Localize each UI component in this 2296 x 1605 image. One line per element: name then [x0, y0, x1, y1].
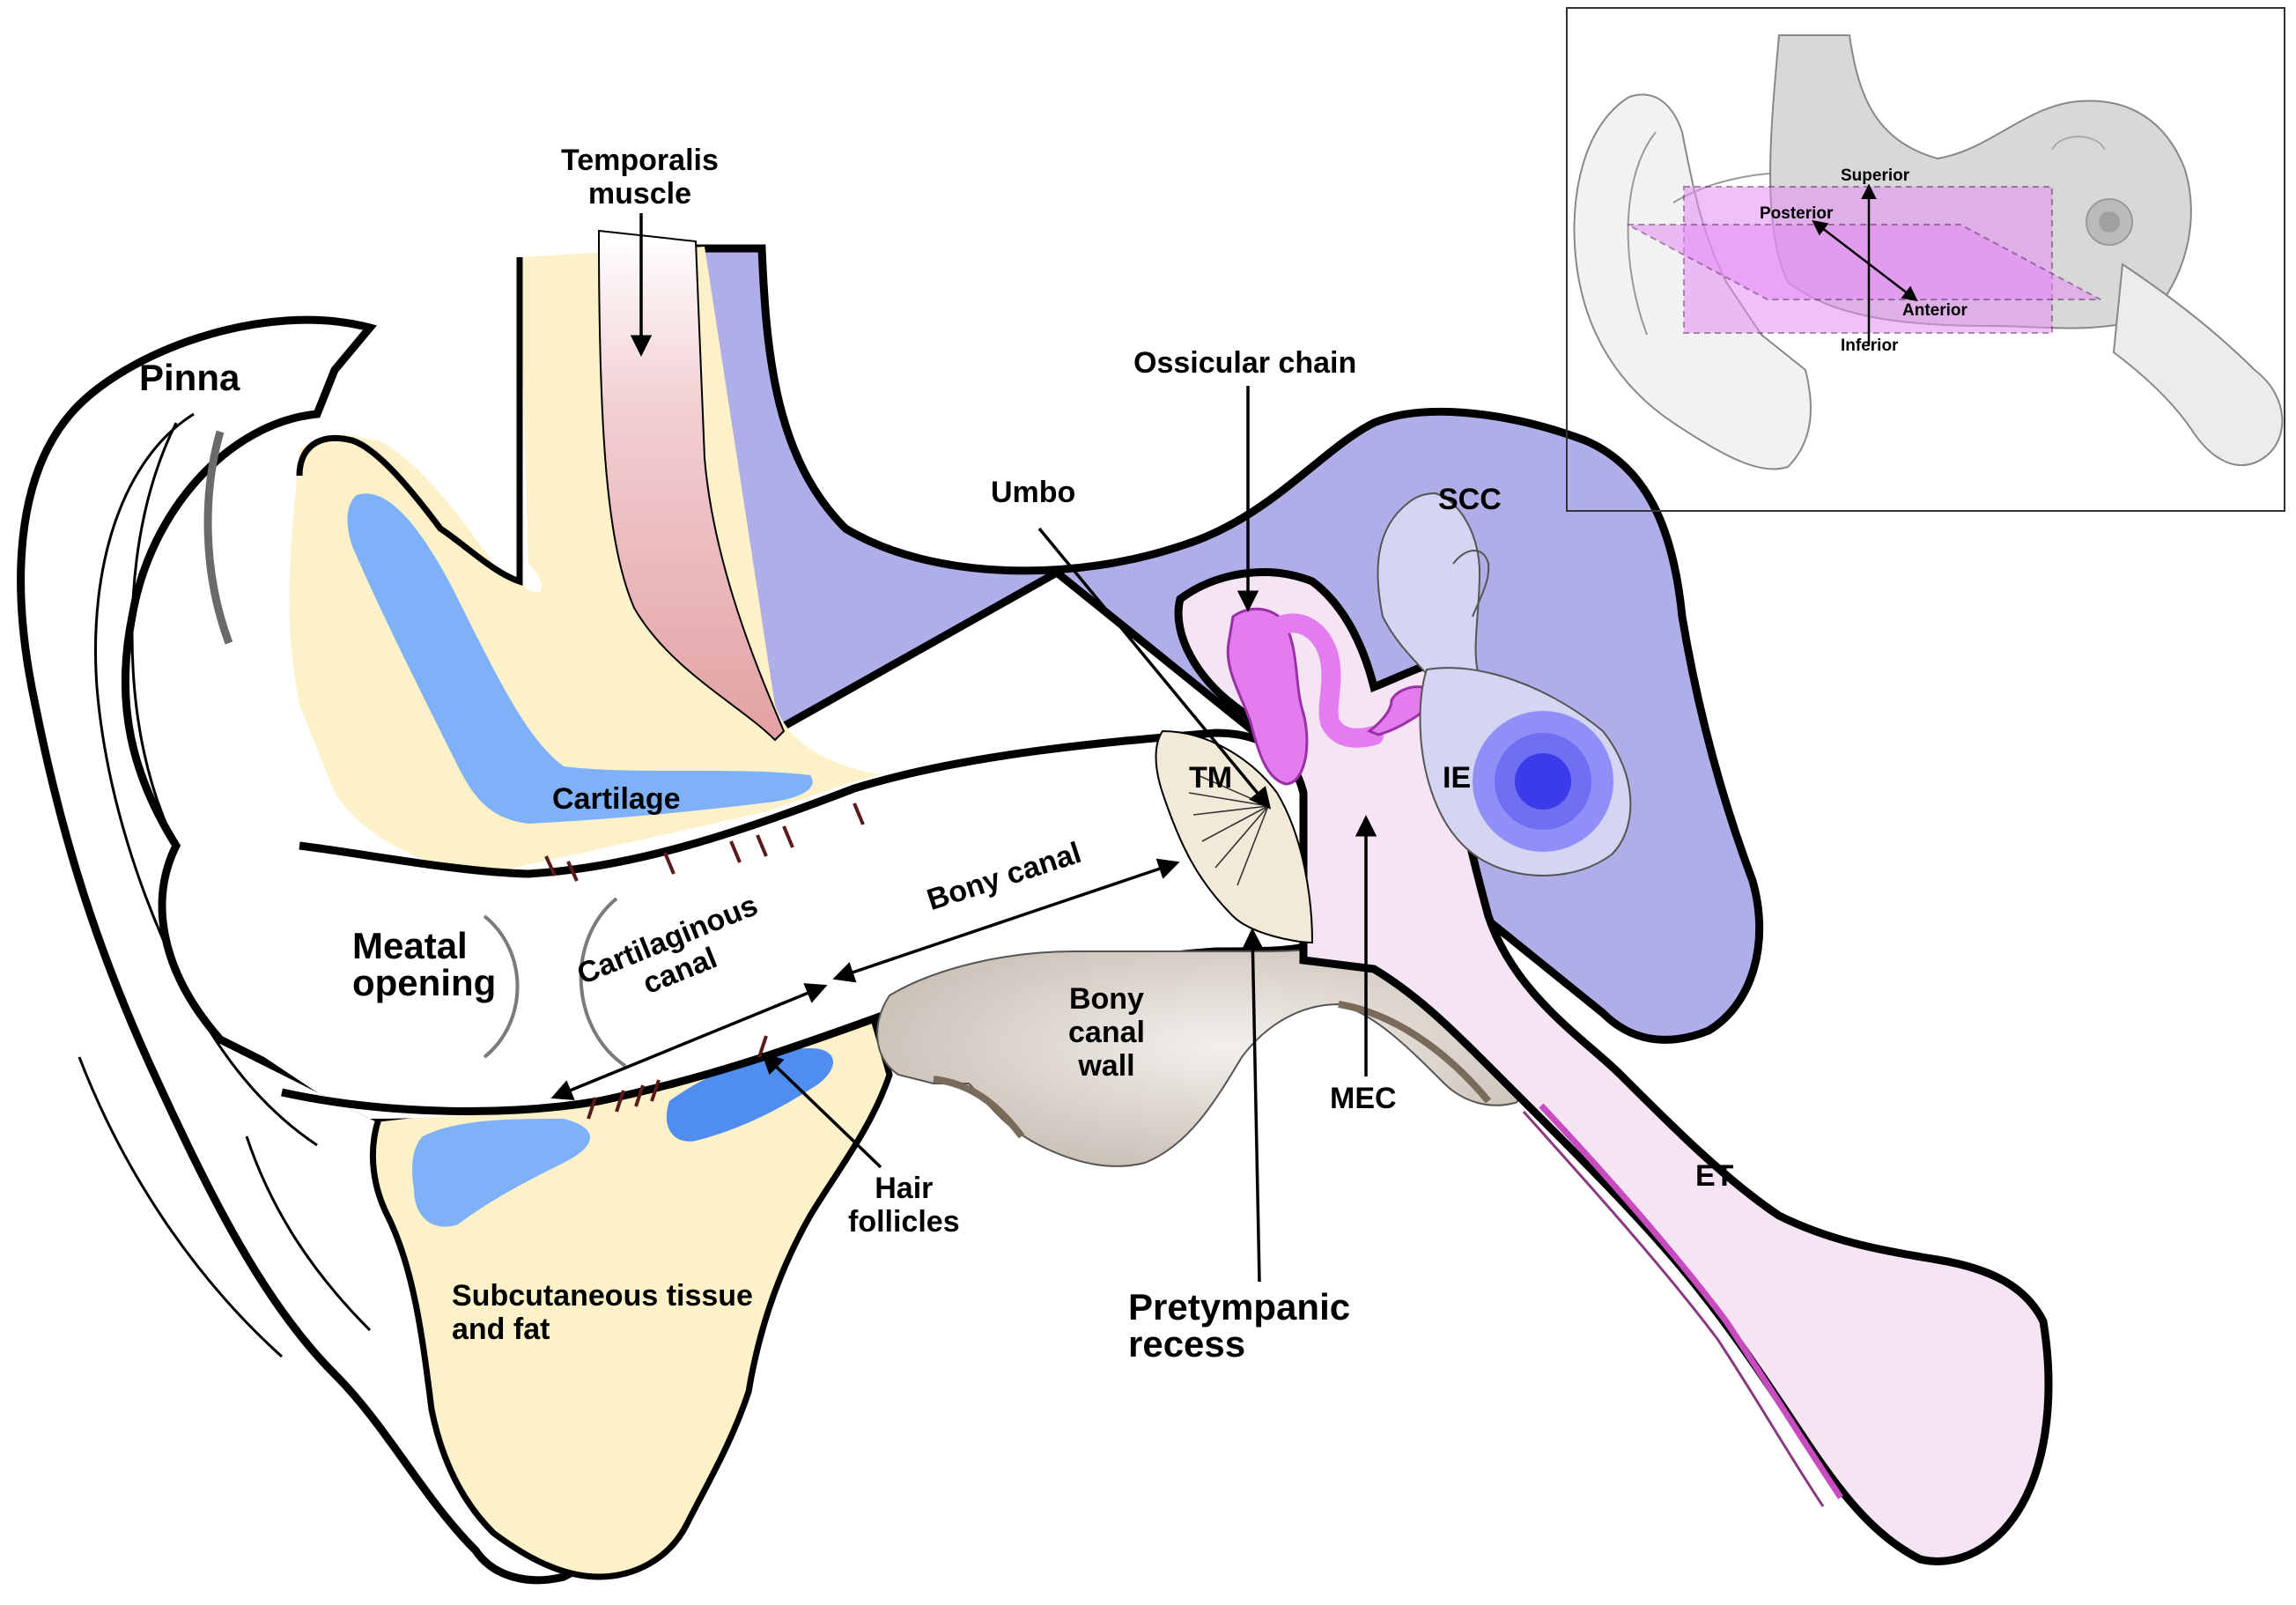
tympanic-membrane — [1155, 729, 1314, 944]
label-subcutaneous-tissue: Subcutaneous tissue and fat — [452, 1279, 753, 1347]
label-scc: SCC — [1438, 483, 1502, 516]
inset-label-inferior: Inferior — [1841, 337, 1899, 355]
inset-inner-ear — [2051, 136, 2106, 151]
label-ossicular-chain: Ossicular chain — [1133, 346, 1357, 380]
inset-label-superior: Superior — [1841, 166, 1910, 185]
label-temporalis-muscle: Temporalis muscle — [561, 144, 719, 211]
inferior-cartilage — [412, 1119, 590, 1227]
bony-canal-wall — [876, 946, 1519, 1167]
orientation-inset — [1573, 34, 2284, 470]
label-tm: TM — [1189, 761, 1233, 795]
ear-canal — [220, 731, 1317, 1119]
temporalis-muscle-band — [597, 229, 786, 742]
label-bony-canal-wall: Bony canal wall — [1068, 982, 1145, 1084]
inset-label-anterior: Anterior — [1902, 301, 1967, 320]
meatal-opening-arc — [483, 914, 520, 1059]
label-umbo: Umbo — [991, 476, 1076, 509]
pretympanic-arrow — [1242, 928, 1264, 1283]
inset-ap-axis — [1812, 219, 1918, 302]
orientation-inset-frame — [1566, 7, 2285, 512]
pointer-arrows — [550, 213, 1377, 1283]
cartilaginous-canal-arrow — [550, 983, 828, 1100]
ossicular-chain — [1226, 607, 1432, 786]
incus — [1272, 613, 1384, 748]
bony-canal-arrow — [832, 858, 1180, 983]
label-et: ET — [1695, 1159, 1734, 1193]
label-pretympanic-recess: Pretympanic recess — [1128, 1286, 1351, 1365]
label-ie: IE — [1443, 761, 1472, 795]
umbo-arrow — [1037, 527, 1272, 810]
label-pinna: Pinna — [139, 357, 240, 398]
label-hair-follicles: Hair follicles — [848, 1172, 960, 1239]
inner-ear-cochlea-inner — [1515, 753, 1571, 810]
label-mec: MEC — [1330, 1082, 1397, 1115]
label-meatal-opening: Meatal opening — [352, 925, 497, 1003]
inset-eustachian-tube — [2112, 263, 2284, 467]
pinna-cartilage — [347, 493, 813, 824]
eustachian-tube-lining — [1539, 1103, 1843, 1499]
label-cartilage: Cartilage — [552, 782, 681, 816]
inset-label-posterior: Posterior — [1760, 204, 1834, 223]
